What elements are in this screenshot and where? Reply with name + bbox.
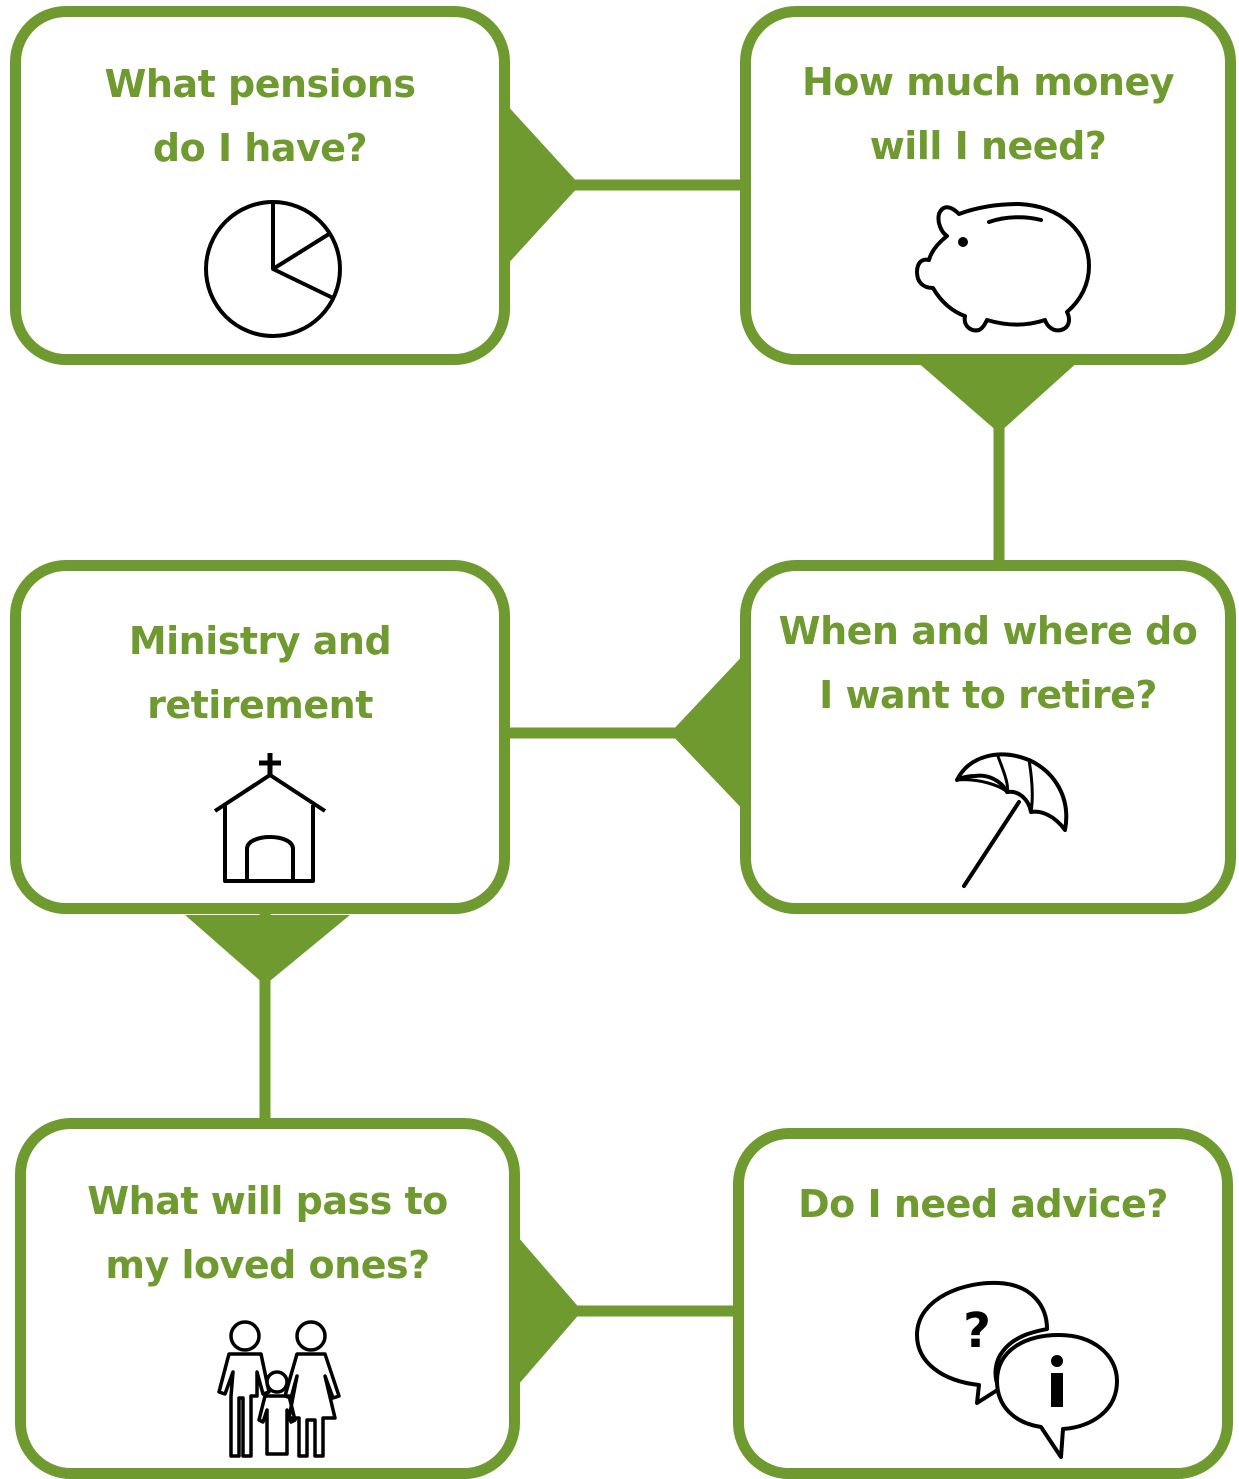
pie-chart-icon [204, 200, 342, 338]
chapel-icon [213, 753, 327, 883]
connector-loved-ones-to-advice [510, 1230, 740, 1392]
step-title: How much money will I need? [802, 60, 1175, 168]
piggy-bank-icon [915, 202, 1091, 333]
step-card-loved-ones: What will pass to my loved ones? [15, 1118, 520, 1479]
step-card-ministry: Ministry and retirement [10, 560, 510, 914]
connector-pensions-to-money [500, 103, 745, 267]
connector-ministry-to-loved-ones [185, 910, 350, 1120]
step-card-pensions: What pensions do I have? [10, 6, 510, 365]
step-title: What will pass to my loved ones? [87, 1179, 448, 1287]
step-title: Ministry and retirement [128, 619, 392, 727]
step-card-retire: When and where do I want to retire? [740, 560, 1236, 914]
step-card-advice: Do I need advice? ? [733, 1128, 1233, 1479]
svg-text:?: ? [963, 1303, 991, 1359]
step-card-money: How much money will I need? [740, 6, 1236, 365]
family-icon [217, 1320, 341, 1458]
step-title: Do I need advice? [798, 1182, 1168, 1226]
speech-bubbles-question-info-icon: ? [915, 1280, 1119, 1459]
step-title: When and where do I want to retire? [778, 609, 1198, 717]
connector-retire-to-ministry [500, 650, 748, 815]
step-title: What pensions do I have? [104, 62, 416, 170]
beach-umbrella-icon [955, 752, 1069, 888]
connector-money-to-retire [915, 355, 1080, 560]
